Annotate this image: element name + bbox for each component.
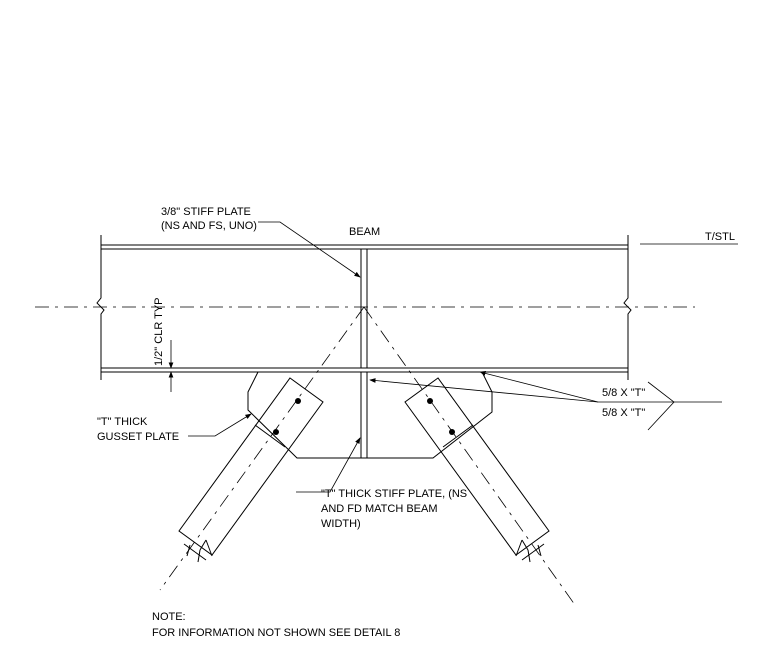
- stiffener-plates: [360, 249, 368, 458]
- weld-label-lower: 5/8 X "T": [602, 407, 645, 419]
- gusset-leader: [188, 413, 252, 437]
- t-stiff-leader: [296, 437, 361, 493]
- bolts: [273, 398, 455, 435]
- beam-label: BEAM: [349, 226, 380, 238]
- gusset-label-2: GUSSET PLATE: [97, 431, 179, 443]
- stiff-plate-label-2: (NS AND FS, UNO): [161, 220, 257, 232]
- t-stiff-label-2: AND FD MATCH BEAM: [321, 503, 438, 515]
- note-body: FOR INFORMATION NOT SHOWN SEE DETAIL 8: [152, 627, 400, 639]
- beam: [96, 235, 632, 380]
- right-brace: [404, 377, 550, 563]
- stiff-plate-label-1: 3/8" STIFF PLATE: [161, 206, 251, 218]
- clearance-label: 1/2" CLR TYP: [153, 297, 165, 366]
- note-title: NOTE:: [152, 611, 186, 623]
- weld-label-upper: 5/8 X "T": [602, 387, 645, 399]
- stiff-plate-leader: [258, 221, 361, 278]
- t-stiff-label-3: WIDTH): [321, 518, 361, 530]
- right-brace-workline: [363, 306, 576, 606]
- gusset-label-1: "T" THICK: [97, 416, 148, 428]
- top-of-steel-label: T/STL: [705, 231, 735, 243]
- t-stiff-label-1: "T" THICK STIFF PLATE, (NS: [321, 488, 467, 500]
- gusset-plate: [247, 371, 493, 459]
- left-brace: [178, 377, 324, 563]
- left-brace-workline: [159, 306, 365, 591]
- weld-callout: [369, 371, 722, 431]
